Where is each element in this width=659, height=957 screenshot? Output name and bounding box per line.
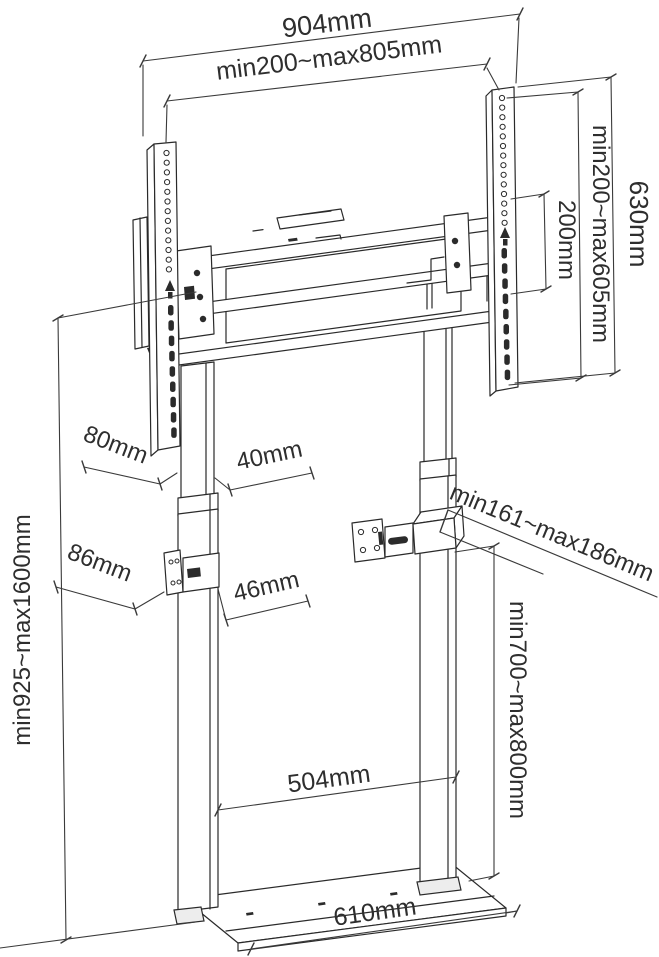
dim-overall-height-label: min925~max1600mm [9, 514, 36, 745]
dim-bracket-floor-label: min700~max800mm [504, 601, 531, 819]
dim-rail-height-label: 630mm [624, 181, 654, 268]
dim-vesa-pitch-label: 200mm [553, 200, 580, 280]
dim-upper-column-width-label: 40mm [234, 436, 305, 476]
top-tab [276, 208, 345, 230]
dimension-overall-height: min925~max1600mm [0, 291, 197, 949]
dimension-lower-column-depth: 86mm [53, 538, 165, 616]
right-wall-bracket [351, 505, 465, 563]
dim-column-spacing-label: 504mm [286, 760, 372, 799]
dimension-vesa-pitch: 200mm [510, 190, 580, 295]
dim-vesa-height-label: min200~max605mm [587, 125, 614, 343]
up-arrow-icon [165, 280, 175, 299]
dim-vesa-width-label: min200~max805mm [215, 30, 444, 85]
left-column [173, 361, 219, 925]
dim-wall-distance-label: min161~max186mm [446, 479, 658, 587]
up-arrow-icon [500, 227, 510, 246]
left-column-foot [173, 906, 205, 925]
dimension-upper-column-width: 40mm [214, 436, 315, 497]
right-column [416, 324, 462, 896]
dimension-lower-column-width: 46mm [217, 566, 311, 627]
dimension-wall-distance: min161~max186mm [439, 479, 658, 598]
right-column-foot [416, 876, 462, 896]
dimension-bracket-floor: min700~max800mm [454, 542, 531, 882]
dim-overall-width-label: 904mm [280, 3, 373, 44]
dimension-vesa-width: min200~max805mm [163, 30, 500, 143]
dim-upper-column-depth-label: 80mm [80, 420, 152, 469]
dim-lower-column-width-label: 46mm [231, 566, 302, 607]
dimension-vesa-height: min200~max605mm [506, 88, 614, 386]
dimension-rail-height: 630mm [514, 73, 654, 384]
right-mount-plate [443, 212, 472, 294]
latch-notch [406, 256, 445, 284]
left-wall-bracket [163, 549, 220, 596]
right-vesa-rail [485, 86, 519, 397]
dim-lower-column-depth-label: 86mm [64, 538, 136, 587]
